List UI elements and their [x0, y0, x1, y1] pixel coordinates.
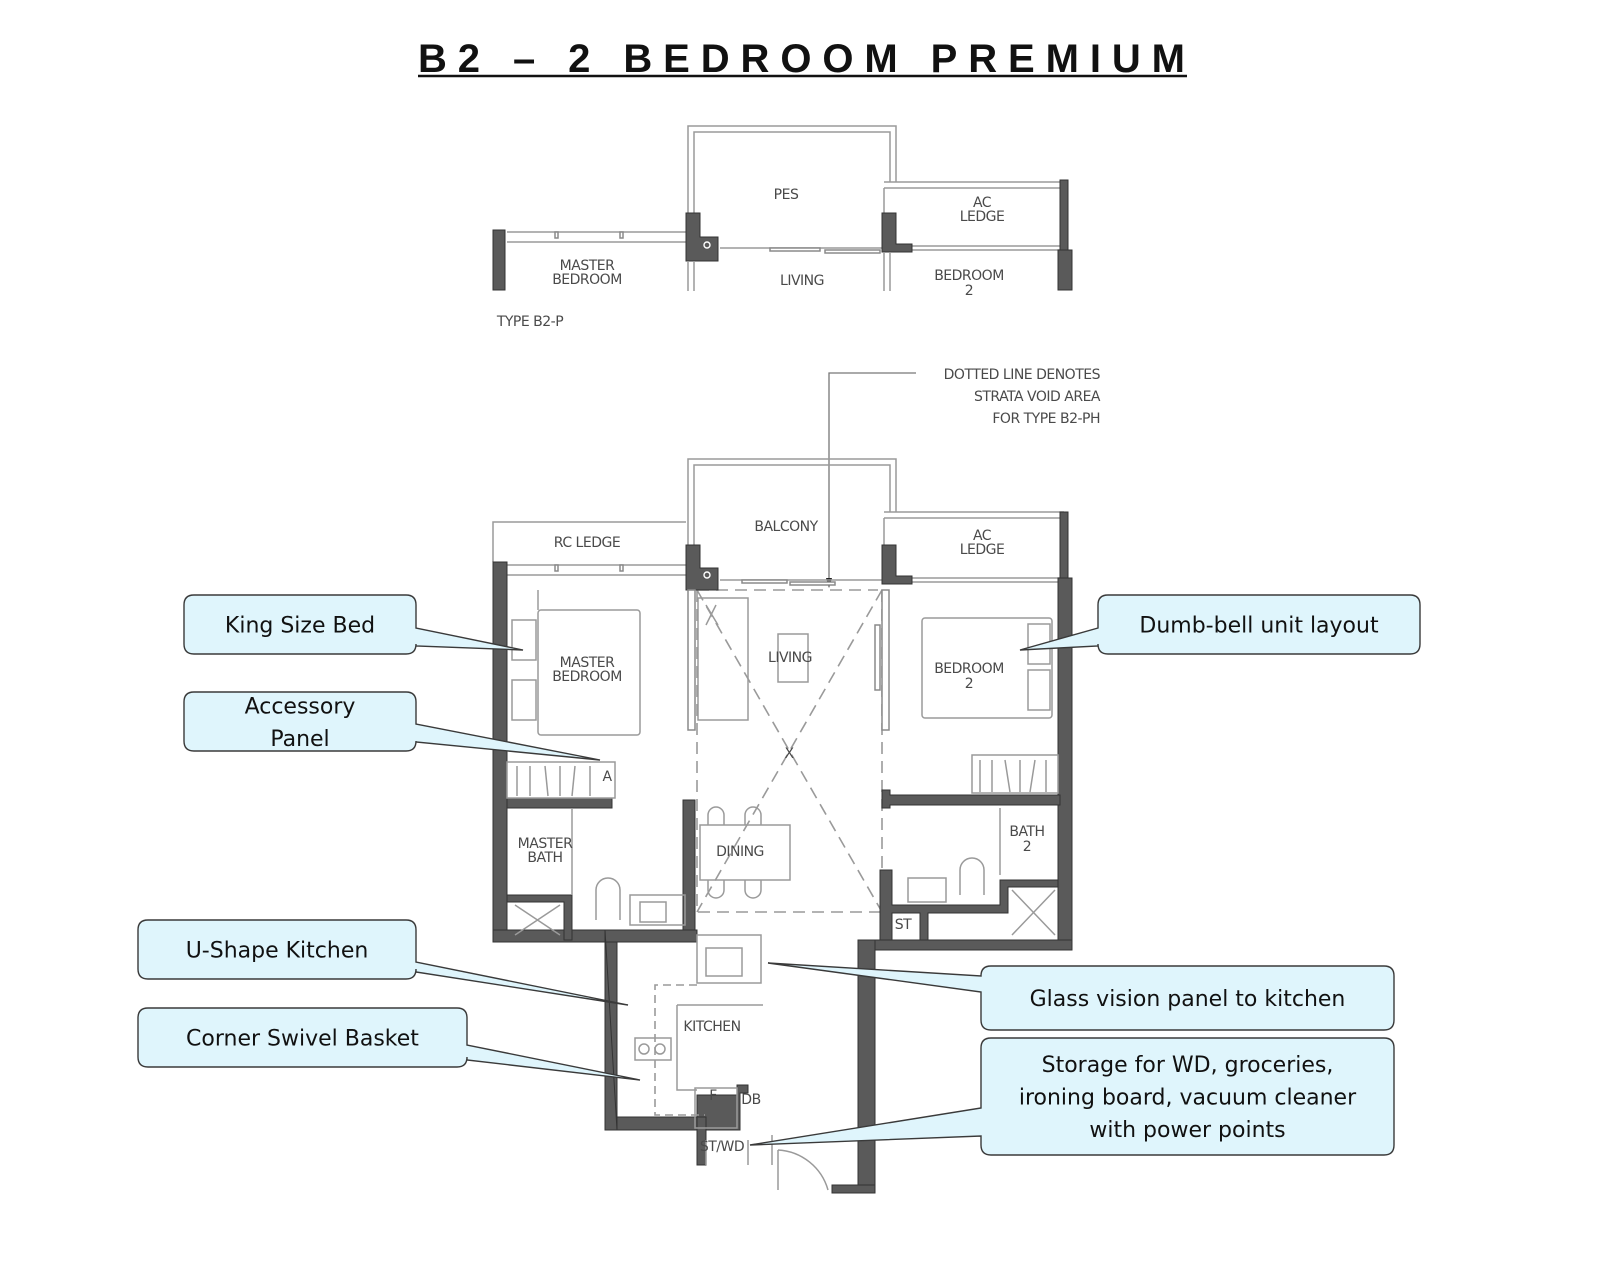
callout-glass-vision-panel: Glass vision panel to kitchen [767, 962, 1395, 1031]
callout-text: Panel [270, 727, 329, 752]
wall [492, 561, 508, 943]
page-title: B2 – 2 BEDROOM PREMIUM [418, 37, 1185, 81]
label-dining: DINING [716, 844, 764, 860]
type-b2-p-partial-plan: PES AC LEDGE MASTER BEDROOM LIVING BEDRO… [492, 125, 1073, 330]
bedroom2-bed [921, 617, 1053, 719]
callout-bubble [1019, 594, 1421, 655]
callout-corner-swivel-basket: Corner Swivel Basket [137, 1007, 641, 1081]
callout-text: King Size Bed [225, 614, 375, 639]
label-ac-ledge-line1: AC [973, 528, 992, 544]
callout-u-shape-kitchen: U-Shape Kitchen [137, 919, 629, 1006]
label-bedroom2-line2: 2 [965, 676, 973, 692]
label-ac-ledge-line1: AC [973, 195, 992, 211]
label-db: DB [741, 1092, 760, 1108]
callout-bubble [137, 919, 629, 1006]
label-master-bedroom-line2: BEDROOM [552, 669, 622, 685]
label-pes: PES [774, 187, 799, 203]
callout-text: Storage for WD, groceries, [1042, 1053, 1334, 1078]
callout-bubble [183, 691, 601, 761]
label-ac-ledge-line2: LEDGE [960, 209, 1005, 225]
callout-bubble [137, 1007, 641, 1081]
label-master-bedroom-line1: MASTER [560, 258, 615, 274]
callout-bubble [183, 594, 524, 655]
label-st: ST [895, 917, 912, 933]
strata-void-note: DOTTED LINE DENOTES STRATA VOID AREA FOR… [826, 367, 1101, 588]
svg-text:FOR TYPE B2-PH: FOR TYPE B2-PH [992, 411, 1100, 427]
callout-text: Corner Swivel Basket [186, 1027, 419, 1052]
callout-dumb-bell-layout: Dumb-bell unit layout [1019, 594, 1421, 655]
callout-bubble [749, 1037, 1395, 1156]
callout-text: Glass vision panel to kitchen [1030, 987, 1346, 1012]
label-rc-ledge: RC LEDGE [554, 535, 620, 551]
main-floor-plan: X A [492, 458, 1073, 1194]
callout-storage: Storage for WD, groceries, ironing board,… [749, 1037, 1395, 1156]
callout-text: ironing board, vacuum cleaner [1019, 1086, 1357, 1111]
svg-text:X: X [784, 746, 794, 762]
label-bedroom2-line1: BEDROOM [934, 268, 1004, 284]
callout-bubble [767, 962, 1395, 1031]
label-ac-ledge-line2: LEDGE [960, 542, 1005, 558]
label-master-bath-line1: MASTER [518, 836, 573, 852]
svg-text:STRATA VOID AREA: STRATA VOID AREA [974, 389, 1101, 405]
bedroom2-wardrobe [971, 754, 1059, 794]
label-st-wd: ST/WD [700, 1139, 744, 1155]
label-bedroom2-line1: BEDROOM [934, 661, 1004, 677]
label-type-b2-p: TYPE B2-P [496, 314, 563, 330]
label-living: LIVING [780, 273, 824, 289]
accessory-panel-mark: A [602, 769, 612, 785]
label-master-bedroom-line2: BEDROOM [552, 272, 622, 288]
label-master-bedroom-line1: MASTER [560, 655, 615, 671]
callout-king-size-bed: King Size Bed [183, 594, 524, 655]
label-kitchen: KITCHEN [683, 1019, 740, 1035]
label-bath2-line1: BATH [1009, 824, 1044, 840]
label-bath2-line2: 2 [1023, 839, 1031, 855]
master-wardrobe [506, 761, 616, 799]
label-fridge: F [709, 1088, 717, 1104]
callout-text: Accessory [245, 694, 356, 719]
callout-text: with power points [1089, 1118, 1285, 1143]
label-balcony: BALCONY [754, 519, 818, 535]
callout-text: Dumb-bell unit layout [1139, 614, 1379, 639]
label-master-bath-line2: BATH [527, 850, 562, 866]
label-bedroom2-line2: 2 [965, 283, 973, 299]
label-living: LIVING [768, 650, 812, 666]
king-size-bed-furniture [511, 590, 641, 736]
callout-text: U-Shape Kitchen [186, 939, 369, 964]
svg-text:DOTTED LINE DENOTES: DOTTED LINE DENOTES [944, 367, 1101, 383]
